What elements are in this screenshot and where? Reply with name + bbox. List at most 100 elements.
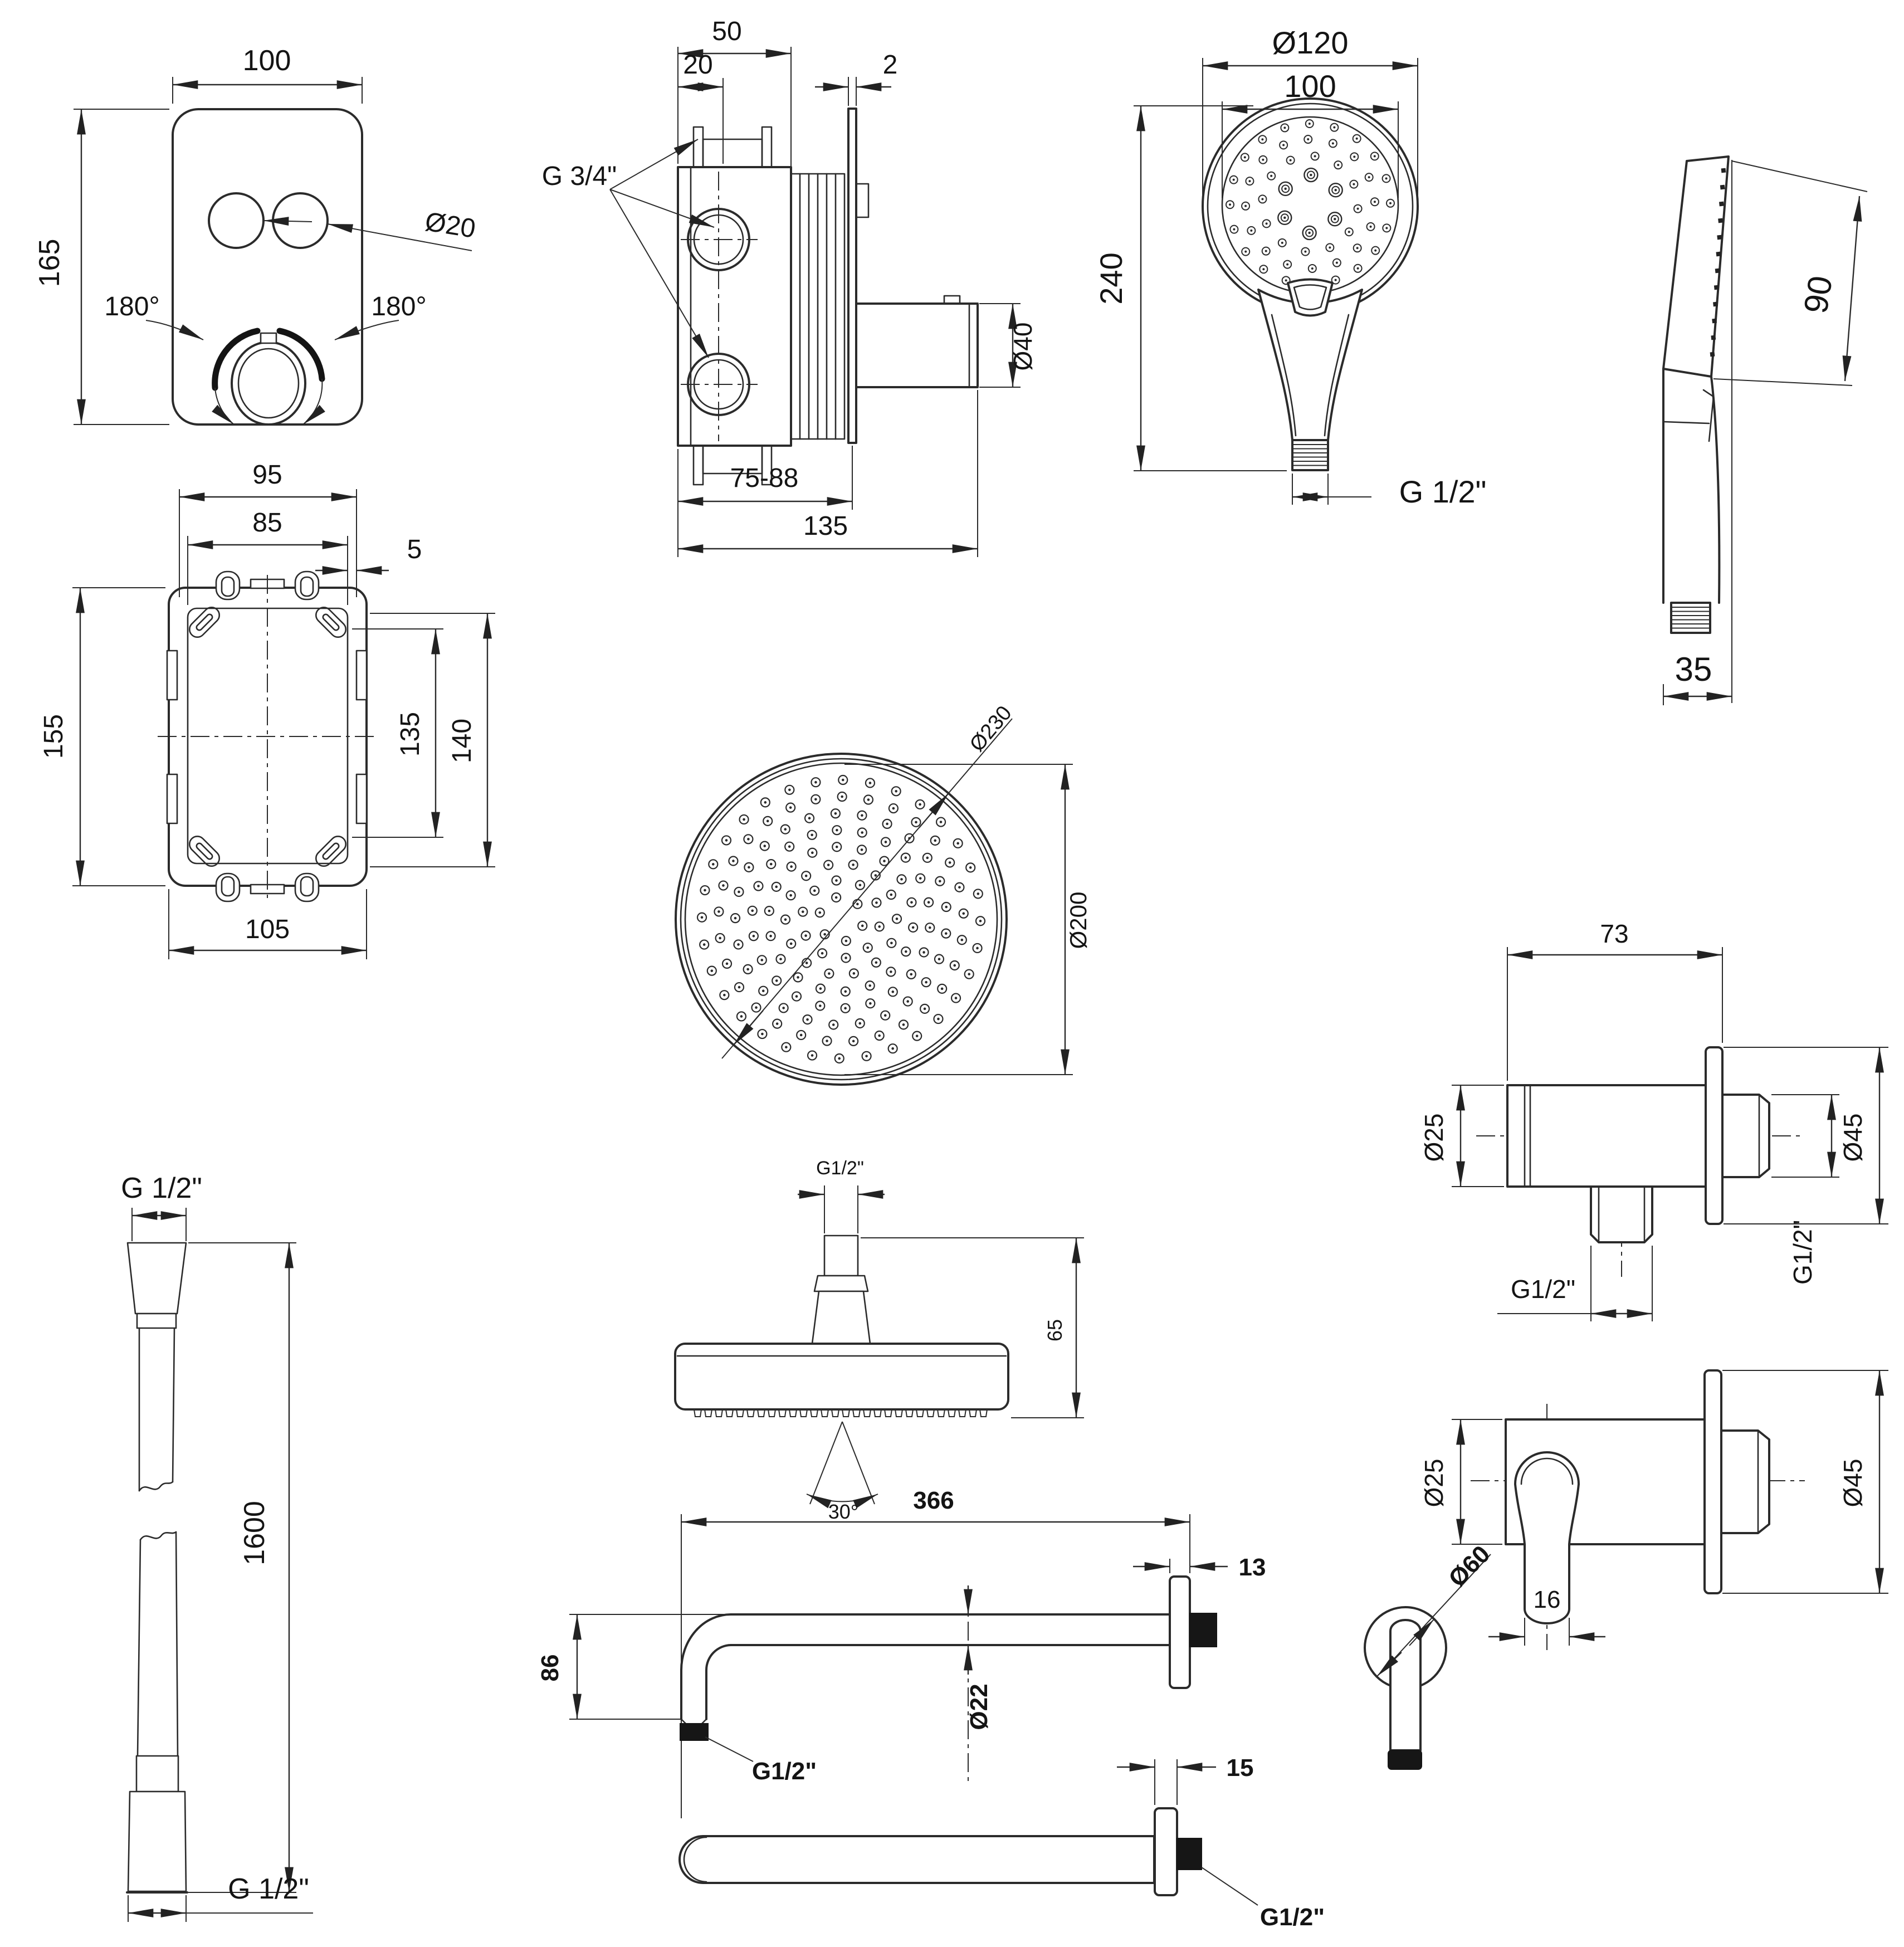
side-90-label: 90 xyxy=(1796,274,1839,316)
holder-16-label: 16 xyxy=(1534,1586,1561,1613)
hand-shower-side-view: 90 35 xyxy=(1662,155,1868,705)
panel-knob-inner xyxy=(237,348,300,419)
head-thread-label: G1/2" xyxy=(816,1158,864,1179)
elbow-wall-thread-label: G1/2" xyxy=(1788,1220,1817,1285)
thread-hatch xyxy=(1672,607,1709,633)
elbow-73-label: 73 xyxy=(1600,919,1628,948)
hose-1600-label: 1600 xyxy=(238,1501,271,1565)
holder-wall-thread xyxy=(1720,1429,1770,1534)
arm-wall-thread xyxy=(1189,1613,1217,1647)
valve-20-label: 20 xyxy=(683,50,712,80)
head-thread-stub xyxy=(823,1234,859,1277)
arm-15-label: 15 xyxy=(1227,1754,1254,1782)
hand-shower-240-label: 240 xyxy=(1093,252,1129,304)
mounting-box-front-view: 95 85 5 155 135 140 105 xyxy=(39,460,495,959)
arm-thread-side xyxy=(680,1723,709,1741)
panel-turn-right-label: 180° xyxy=(371,292,426,321)
box-95-label: 95 xyxy=(252,460,282,490)
side-35-label: 35 xyxy=(1675,651,1712,688)
corner-slots xyxy=(188,606,347,867)
holder-flange xyxy=(1703,1369,1722,1594)
dim-side-90 xyxy=(1842,196,1862,382)
arm-top-thread xyxy=(1176,1838,1202,1870)
panel-plate xyxy=(172,108,363,426)
leader-180-left xyxy=(145,320,204,340)
thread-hatch xyxy=(1293,444,1327,470)
valve-75-88-label: 75-88 xyxy=(730,463,799,493)
leader-180-right xyxy=(334,320,399,340)
valve-handle xyxy=(855,302,979,388)
hand-shower-thread-label: G 1/2" xyxy=(1399,474,1487,509)
arm-366-label: 366 xyxy=(913,1487,954,1514)
elbow-flange xyxy=(1705,1046,1724,1225)
arm-60-label: Ø60 xyxy=(1443,1540,1495,1592)
arm-13-label: 13 xyxy=(1239,1554,1266,1581)
valve-135-label: 135 xyxy=(803,511,848,541)
panel-knob-tab xyxy=(260,332,277,344)
elbow-25-label: Ø25 xyxy=(1419,1114,1448,1162)
hose-thread-top-label: G 1/2" xyxy=(121,1172,202,1204)
valve-40-label: Ø40 xyxy=(1008,323,1037,371)
elbow-outlet-thread-label: G1/2" xyxy=(1511,1275,1575,1304)
shower-arm-side-view: 366 13 86 Ø22 G1/2" xyxy=(536,1487,1266,1818)
hand-shower-120-label: Ø120 xyxy=(1272,25,1349,60)
panel-width-label: 100 xyxy=(243,45,291,77)
hand-shower-100-label: 100 xyxy=(1284,69,1336,104)
hose-thread-bottom-label: G 1/2" xyxy=(228,1873,309,1905)
arm-top-flange xyxy=(1154,1807,1178,1896)
shower-holder-view: Ø25 16 Ø45 xyxy=(1419,1369,1888,1650)
head-230-label: Ø230 xyxy=(965,701,1017,756)
arm-thread-side-label: G1/2" xyxy=(752,1758,817,1785)
box-135-label: 135 xyxy=(396,712,425,757)
valve-wall-plate xyxy=(847,108,857,444)
box-105-label: 105 xyxy=(245,915,290,944)
mixer-panel-front-view: 100 165 Ø20 180° 180° xyxy=(33,45,477,426)
knob-arc-right xyxy=(276,328,325,382)
arm-tube-top xyxy=(678,1835,1155,1884)
head-nozzle-teeth xyxy=(694,1409,988,1417)
side-nozzle-strip xyxy=(1710,168,1726,357)
holder-25-label: Ø25 xyxy=(1419,1459,1448,1507)
hand-shower-front-view: Ø120 100 240 G 1/2" xyxy=(1093,25,1486,509)
hand-shower-nozzles xyxy=(1226,119,1395,289)
elbow-body xyxy=(1506,1084,1707,1188)
head-outer xyxy=(675,753,1008,1086)
box-140-label: 140 xyxy=(447,719,477,763)
box-5-label: 5 xyxy=(407,535,422,564)
head-nozzles xyxy=(696,774,986,1064)
panel-height-label: 165 xyxy=(33,239,66,287)
shower-arm-end-view: Ø60 xyxy=(1364,1540,1495,1770)
knob-arrow-left xyxy=(212,387,235,425)
panel-button-left xyxy=(208,192,265,249)
valve-2-label: 2 xyxy=(883,50,898,80)
panel-knob-outer xyxy=(231,341,306,426)
arm-end-stem xyxy=(1389,1619,1422,1751)
shower-hose-view: G 1/2" 1600 G 1/2" xyxy=(121,1172,313,1922)
hand-shower-side-head xyxy=(1662,155,1730,378)
elbow-outlet xyxy=(1590,1185,1653,1243)
knob-arc-left xyxy=(212,328,261,391)
spray-angle-arc xyxy=(806,1494,878,1509)
arm-86-label: 86 xyxy=(536,1655,564,1682)
holder-45-label: Ø45 xyxy=(1838,1459,1867,1507)
head-65-label: 65 xyxy=(1043,1319,1066,1341)
hose-bottom-fitting xyxy=(127,1790,187,1892)
hose-bottom-nut xyxy=(135,1755,179,1793)
panel-holes-label: Ø20 xyxy=(423,207,477,244)
arm-wall-flange xyxy=(1169,1575,1191,1689)
holder-hook xyxy=(1514,1451,1580,1624)
wall-outlet-elbow-view: 73 Ø25 G1/2" G1/2" Ø45 xyxy=(1419,919,1888,1321)
box-155-label: 155 xyxy=(39,714,69,759)
elbow-wall-thread xyxy=(1721,1094,1770,1178)
spray-angle-label: 30° xyxy=(828,1500,858,1523)
panel-turn-left-label: 180° xyxy=(104,292,159,321)
arm-top-thread-label: G1/2" xyxy=(1260,1904,1325,1931)
knob-arrow-right xyxy=(302,378,325,425)
arm-end-thread xyxy=(1388,1750,1422,1770)
valve-thread-label: G 3/4" xyxy=(542,162,617,191)
box-85-label: 85 xyxy=(252,508,282,538)
shower-head-top-view: Ø230 Ø200 xyxy=(675,701,1091,1086)
shower-arm-top-view: 15 G1/2" xyxy=(678,1754,1325,1931)
